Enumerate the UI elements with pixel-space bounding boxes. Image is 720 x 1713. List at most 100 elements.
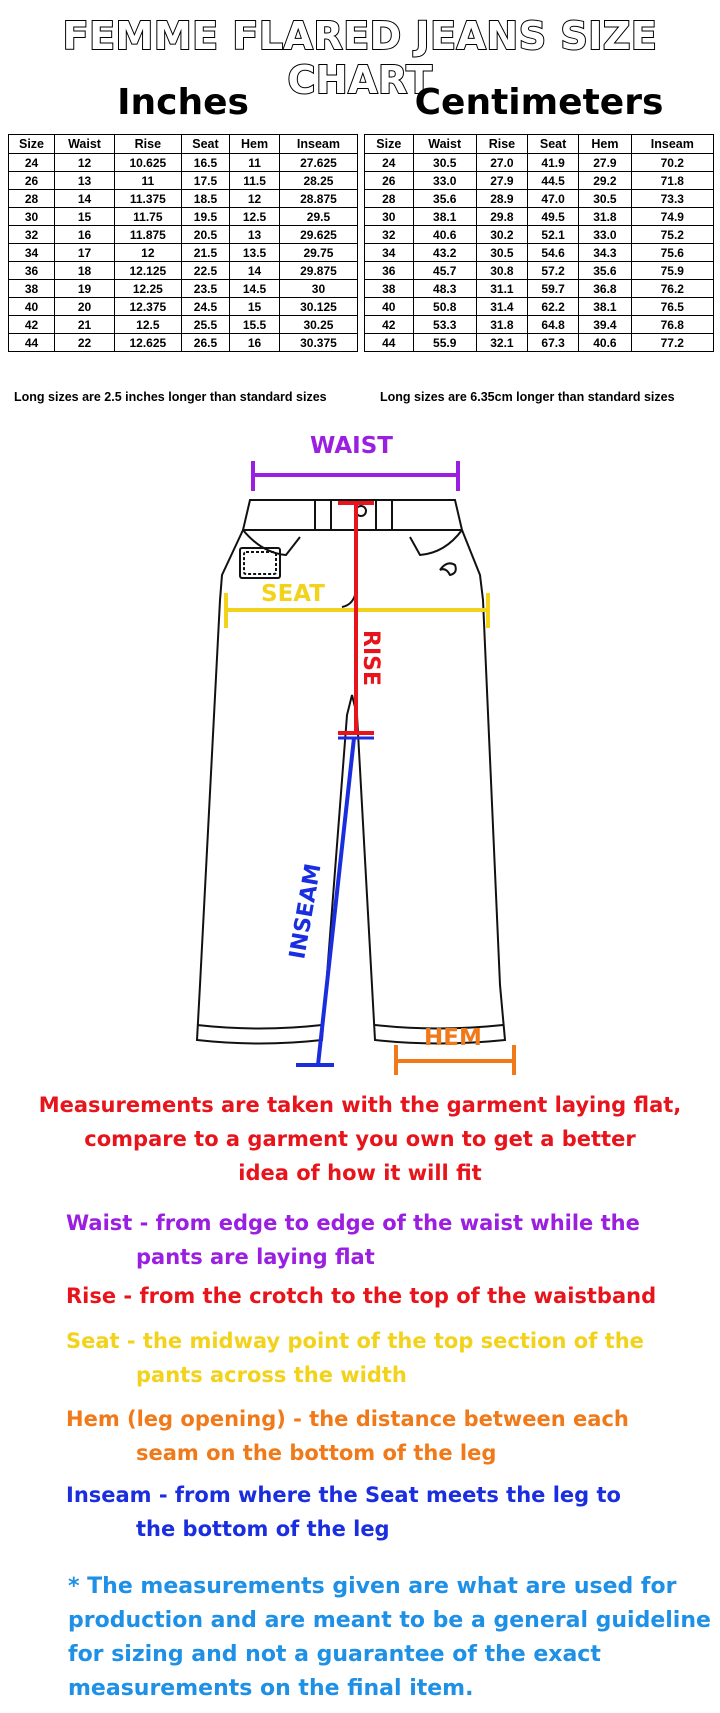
table-cell: 21 [54,315,115,334]
rise-definition-line: Rise - from the crotch to the top of the… [66,1284,657,1308]
table-cell: 20.5 [180,225,231,244]
table-cell: 12.125 [113,261,182,280]
table-cell: 13 [229,225,280,244]
table-cell: 28.9 [475,189,529,208]
table-cell: 12.25 [113,279,182,298]
table-cell: 30.25 [278,315,359,334]
table-cell: 47.0 [526,189,580,208]
table-cell: 39.4 [578,315,632,334]
table-cell: 11.875 [113,225,182,244]
table-cell: 15 [54,207,115,226]
table-cell: 36 [7,261,56,280]
page-title: FEMME FLARED JEANS SIZE CHART [62,13,658,103]
table-cell: 13 [54,171,115,190]
table-cell: 34 [364,243,414,262]
table-cell: 55.9 [412,333,477,352]
table-cell: 27.9 [578,153,632,172]
centimeters-long-size-note: Long sizes are 6.35cm longer than standa… [380,390,675,404]
table-cell: 14.5 [229,279,280,298]
table-cell: 25.5 [180,315,231,334]
table-cell: 13.5 [229,243,280,262]
column-header-seat: Seat [180,134,231,154]
table-cell: 26.5 [180,333,231,352]
table-cell: 16 [229,333,280,352]
table-cell: 30.375 [278,333,359,352]
table-cell: 17.5 [180,171,231,190]
table-cell: 10.625 [113,153,182,172]
table-cell: 57.2 [526,261,580,280]
jeans-measurement-diagram: WAIST SEAT RISE INSEAM HEM [195,433,516,1075]
inseam-measurement: INSEAM [285,737,356,1067]
waist-definition-line: Waist - from edge to edge of the waist w… [66,1211,640,1235]
table-cell: 29.8 [475,207,529,226]
table-cell: 62.2 [526,297,580,316]
table-cell: 74.9 [630,207,715,226]
table-cell: 45.7 [412,261,477,280]
table-cell: 29.875 [278,261,359,280]
table-cell: 30.8 [475,261,529,280]
table-cell: 15.5 [229,315,280,334]
seat-label: SEAT [261,581,325,607]
table-cell: 54.6 [526,243,580,262]
table-cell: 40.6 [412,225,477,244]
measurement-instructions-line: idea of how it will fit [238,1161,482,1185]
table-cell: 31.8 [578,207,632,226]
table-cell: 77.2 [630,333,715,352]
table-cell: 44.5 [526,171,580,190]
table-cell: 33.0 [412,171,477,190]
inseam-definition-line: Inseam - from where the Seat meets the l… [66,1483,621,1507]
table-cell: 35.6 [578,261,632,280]
table-cell: 30.125 [278,297,359,316]
table-cell: 50.8 [412,297,477,316]
table-cell: 44 [7,333,56,352]
disclaimer-line: for sizing and not a guarantee of the ex… [68,1642,601,1667]
table-cell: 36.8 [578,279,632,298]
table-cell: 38 [364,279,414,298]
inseam-label: INSEAM [285,862,326,961]
table-cell: 40 [7,297,56,316]
column-header-seat: Seat [526,134,580,154]
table-cell: 29.2 [578,171,632,190]
rise-definition: Rise - from the crotch to the top of the… [66,1279,706,1313]
table-cell: 75.6 [630,243,715,262]
table-cell: 12.5 [229,207,280,226]
table-cell: 30.5 [412,153,477,172]
table-cell: 59.7 [526,279,580,298]
table-cell: 31.8 [475,315,529,334]
disclaimer-line: production and are meant to be a general… [68,1608,711,1633]
table-cell: 70.2 [630,153,715,172]
table-cell: 32.1 [475,333,529,352]
table-cell: 76.8 [630,315,715,334]
column-header-inseam: Inseam [630,134,715,154]
table-cell: 11.75 [113,207,182,226]
table-cell: 23.5 [180,279,231,298]
table-cell: 29.5 [278,207,359,226]
measurement-instructions-line: compare to a garment you own to get a be… [84,1127,636,1151]
table-cell: 16.5 [180,153,231,172]
table-cell: 12.5 [113,315,182,334]
column-header-inseam: Inseam [278,134,359,154]
inseam-definition-line: the bottom of the leg [136,1517,390,1541]
table-cell: 12 [229,189,280,208]
table-cell: 30.5 [578,189,632,208]
